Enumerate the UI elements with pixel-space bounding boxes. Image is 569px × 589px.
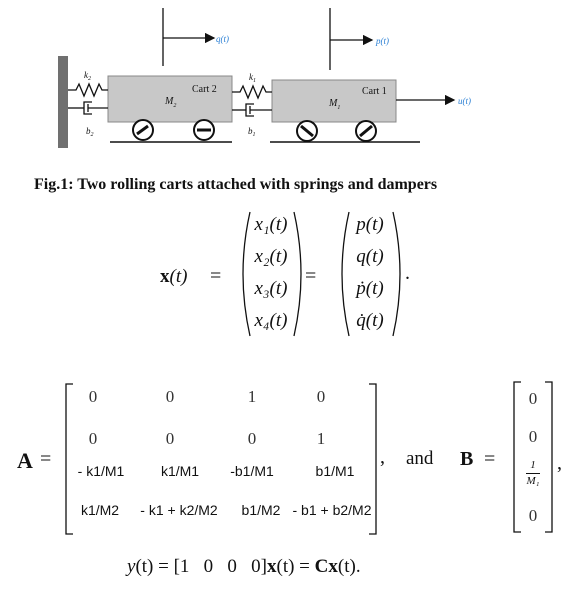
matrix-a-cell: k1/M2 [80, 502, 120, 518]
equals-sign: = [484, 448, 496, 470]
wall [58, 56, 68, 148]
matrix-a-cell: b1/M2 [241, 502, 281, 518]
matrix-a-cell: 1 [247, 387, 257, 406]
u-label: u(t) [458, 96, 471, 106]
mass-2-label: M2 [164, 96, 176, 109]
matrix-a-cell: 0 [165, 387, 175, 406]
b1-label: b1 [248, 126, 256, 138]
matrix-a-cell: - k1/M1 [77, 463, 125, 479]
wheel-icon [193, 119, 215, 141]
cart-1-label: Cart 1 [362, 86, 387, 97]
spring-k2-icon [68, 82, 108, 98]
damper-b2-icon [68, 101, 108, 115]
matrix-a-cell: - b1 + b2/M2 [292, 502, 372, 518]
output-equation: y(t) = [1 0 0 0]x(t) = Cx(t). [127, 556, 361, 577]
b2-label: b2 [86, 126, 94, 138]
pq-entry: p(t) [356, 214, 384, 235]
matrix-a-cell: b1/M1 [315, 463, 355, 479]
wheel-icon [355, 120, 377, 142]
k2-label: k2 [84, 70, 91, 82]
equals-sign: = [210, 265, 222, 287]
matrix-b-cell: 1 [530, 459, 536, 471]
matrix-a-cell: k1/M1 [160, 463, 200, 479]
q-label: q(t) [216, 34, 229, 44]
x-entry: x₃(t) [254, 278, 288, 299]
comma: , [557, 452, 562, 474]
damper-b1-icon [232, 103, 272, 117]
wheel-icon [132, 119, 154, 141]
wheel-icon [296, 120, 318, 142]
cart-2-body [107, 75, 233, 123]
equals-sign: = [40, 448, 52, 470]
matrix-a-cell: 0 [88, 387, 98, 406]
matrix-b-brackets [513, 381, 553, 533]
equals-sign: = [305, 265, 317, 287]
matrix-a-cell: 0 [247, 429, 257, 448]
paren-pair-p [341, 211, 401, 337]
matrix-b-cell: 0 [528, 427, 538, 446]
matrix-a-cell: 0 [88, 429, 98, 448]
matrix-a-label: A [17, 448, 33, 473]
pq-entry: q̇(t) [356, 310, 384, 331]
cart-1-body [271, 79, 397, 123]
state-vector-x: x₁(t) x₂(t) x₃(t) x₄(t) [248, 214, 294, 332]
x-entry: x₄(t) [254, 310, 288, 331]
matrix-a-cell: 0 [165, 429, 175, 448]
comma: , [380, 446, 385, 468]
spring-k1-icon [232, 84, 272, 100]
state-vector-lhs: x(t) [160, 266, 188, 287]
state-vector-pq: p(t) q(t) ṗ(t) q̇(t) [347, 214, 393, 332]
matrix-b-cell: 0 [528, 506, 538, 525]
and-word: and [406, 448, 434, 469]
matrix-a-cell: -b1/M1 [230, 463, 274, 479]
matrix-a-cell: 1 [316, 429, 326, 448]
matrix-a-cell: - k1 + k2/M2 [140, 502, 218, 518]
figure-caption: Fig.1: Two rolling carts attached with s… [34, 176, 438, 193]
x-entry: x₁(t) [254, 214, 288, 235]
paren-pair-x [242, 211, 302, 337]
matrix-b-cell: 0 [528, 389, 538, 408]
matrix-a-cell: 0 [316, 387, 326, 406]
p-label: p(t) [375, 36, 389, 46]
matrix-b-label: B [460, 448, 474, 470]
pq-entry: q(t) [356, 246, 384, 267]
pq-entry: ṗ(t) [356, 278, 384, 299]
equation-period: . [405, 262, 410, 284]
matrix-a-brackets [65, 383, 377, 535]
k1-label: k1 [249, 72, 256, 84]
x-entry: x₂(t) [254, 246, 288, 267]
cart-2-label: Cart 2 [192, 84, 217, 95]
matrix-b-cell: M₁ [526, 475, 540, 487]
fraction-bar [526, 473, 540, 474]
two-cart-diagram: q(t) p(t) u(t) Cart 2 Cart 1 M2 M1 k2 b2… [58, 8, 471, 148]
mass-1-label: M1 [328, 98, 340, 111]
